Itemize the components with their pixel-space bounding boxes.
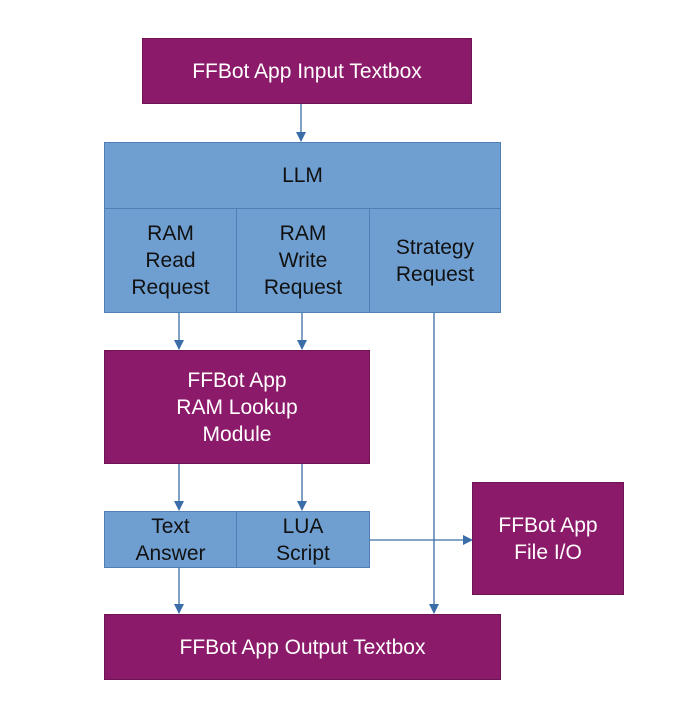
lua-script-node: LUA Script (236, 511, 370, 568)
llm-label: LLM (282, 164, 323, 187)
strategy-request-label: Strategy Request (395, 235, 475, 286)
llm-node: LLM (104, 142, 501, 209)
file-io-label: FFBot App File I/O (498, 513, 598, 564)
output-textbox-label: FFBot App Output Textbox (179, 635, 426, 659)
ram-read-request-node: RAM Read Request (104, 208, 237, 313)
output-textbox-node: FFBot App Output Textbox (104, 614, 501, 680)
text-answer-node: Text Answer (104, 511, 237, 568)
ram-read-request-label: RAM Read Request (131, 222, 210, 299)
input-textbox-node: FFBot App Input Textbox (142, 38, 472, 104)
ram-write-request-label: RAM Write Request (263, 222, 343, 299)
input-textbox-label: FFBot App Input Textbox (192, 59, 422, 83)
lua-script-label: LUA Script (276, 514, 330, 565)
file-io-node: FFBot App File I/O (472, 482, 624, 595)
ram-lookup-module-node: FFBot App RAM Lookup Module (104, 350, 370, 464)
ram-write-request-node: RAM Write Request (236, 208, 370, 313)
strategy-request-node: Strategy Request (369, 208, 501, 313)
ram-lookup-module-label: FFBot App RAM Lookup Module (176, 368, 298, 446)
text-answer-label: Text Answer (135, 514, 206, 565)
